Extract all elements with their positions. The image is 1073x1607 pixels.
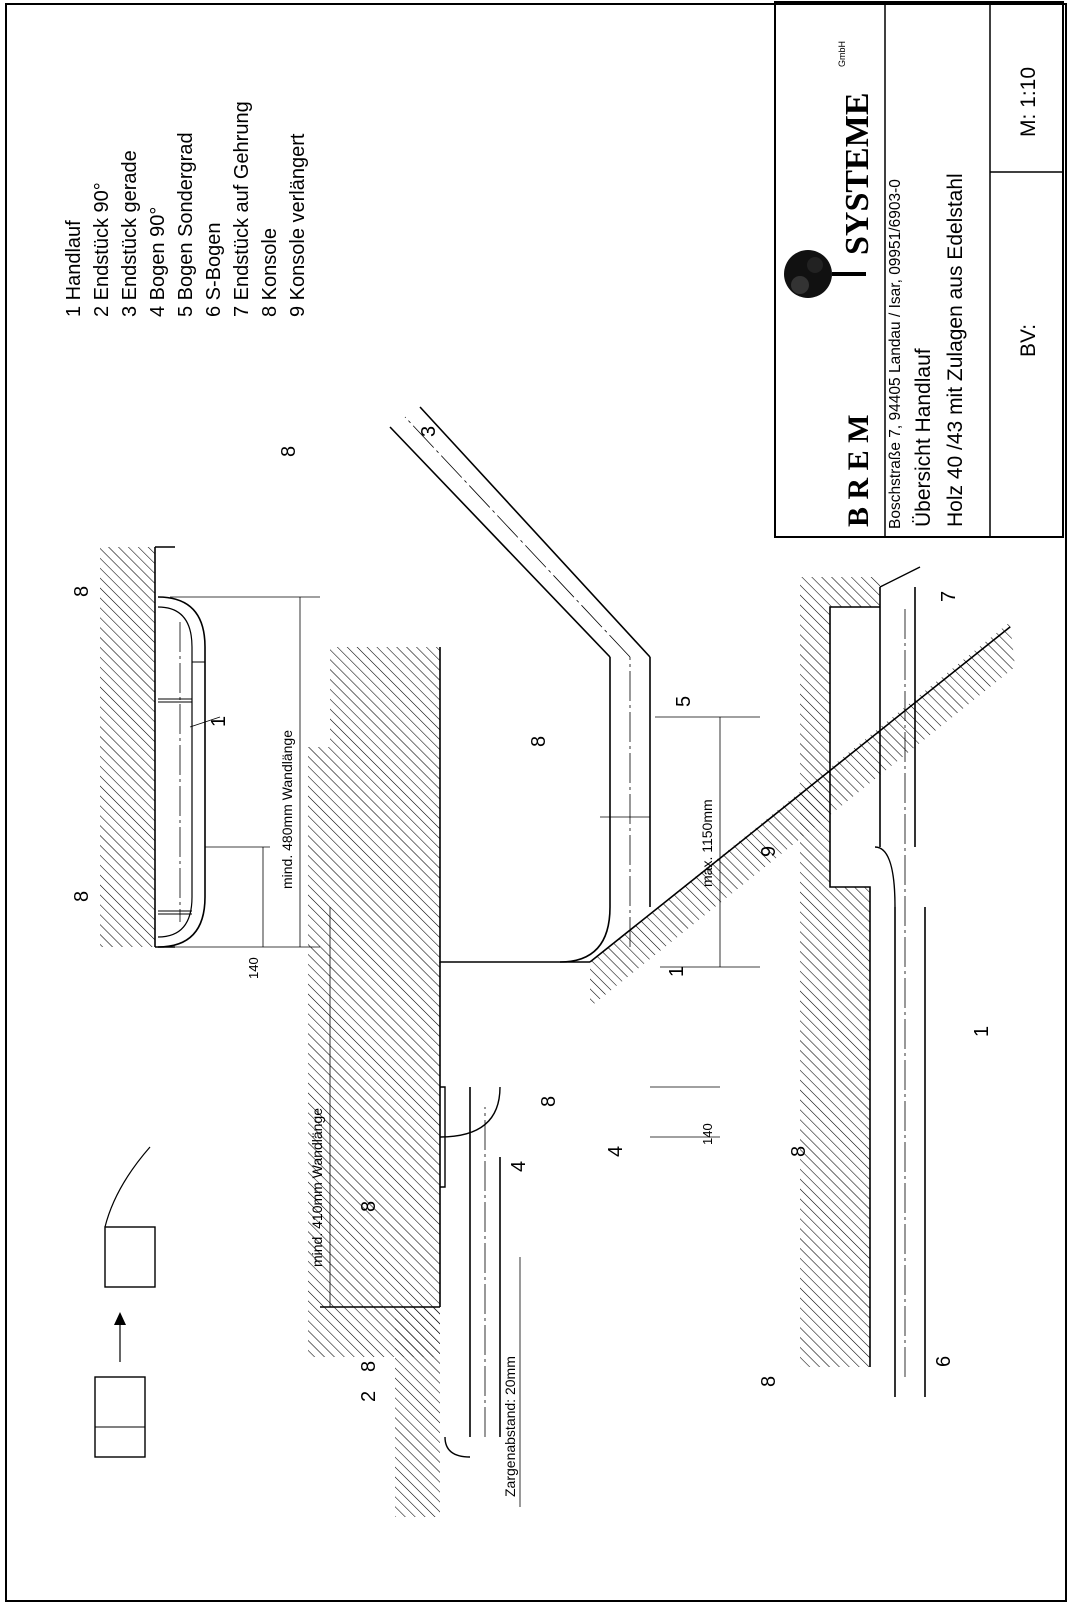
callout-8: 8 xyxy=(528,736,550,747)
parts-legend: 1 Handlauf 2 Endstück 90° 3 Endstück ger… xyxy=(63,101,309,317)
callout-8: 8 xyxy=(788,1146,810,1157)
callout-6: 6 xyxy=(933,1356,955,1367)
legend-item: 8 Konsole xyxy=(259,228,281,317)
company-address: Boschstraße 7, 94405 Landau / Isar, 0995… xyxy=(887,179,904,529)
callout-5: 5 xyxy=(673,696,695,707)
dim-140-b: 140 xyxy=(700,1123,715,1145)
callout-8: 8 xyxy=(358,1361,380,1372)
legend-item: 9 Konsole verlängert xyxy=(287,133,309,317)
bv-field: BV: xyxy=(1017,324,1040,357)
drawing-title: Übersicht Handlauf xyxy=(912,348,935,527)
callout-4: 4 xyxy=(508,1161,530,1172)
dim-410: mind. 410mm Wandlänge xyxy=(309,1108,325,1267)
callout-2: 2 xyxy=(358,1391,380,1402)
drawing-subtitle: Holz 40 /43 mit Zulagen aus Edelstahl xyxy=(944,173,967,527)
legend-item: 1 Handlauf xyxy=(63,220,85,317)
callout-8: 8 xyxy=(278,446,300,457)
dim-1150: max. 1150mm xyxy=(699,799,715,887)
callout-8: 8 xyxy=(358,1201,380,1212)
legend-item: 5 Bogen Sondergrad xyxy=(175,132,197,317)
callout-3: 3 xyxy=(418,426,440,437)
scale-field: M: 1:10 xyxy=(1017,67,1040,137)
callout-7: 7 xyxy=(938,591,960,602)
detail-corner-ramp: max. 1150mm 140 mind. 410mm Wandlänge Za… xyxy=(308,406,1015,1517)
legend-item: 7 Endstück auf Gehrung xyxy=(231,101,253,317)
dim-140-a: 140 xyxy=(246,957,261,979)
legend-item: 4 Bogen 90° xyxy=(147,207,169,317)
company-name-systeme: SYSTEME xyxy=(839,93,876,256)
dim-480: mind. 480mm Wandlänge xyxy=(279,730,295,889)
sheet-border xyxy=(5,3,1067,1602)
company-gmbh: GmbH xyxy=(837,41,847,67)
company-name: B R E M xyxy=(842,415,875,528)
legend-item: 3 Endstück gerade xyxy=(119,150,141,317)
callout-8: 8 xyxy=(71,586,93,597)
dim-zargenabstand: Zargenabstand: 20mm xyxy=(502,1356,518,1497)
drawing-content: B R E M SYSTEME GmbH Boschstraße 7, 9440… xyxy=(63,1,1064,1517)
callout-1: 1 xyxy=(666,966,688,977)
detail-adapter xyxy=(94,1146,156,1458)
company-logo: B R E M SYSTEME GmbH xyxy=(784,41,876,527)
detail-straight-wall: mind. 480mm Wandlänge 140 xyxy=(100,546,320,979)
callout-8: 8 xyxy=(758,1376,780,1387)
callout-8: 8 xyxy=(538,1096,560,1107)
detail-step-wall xyxy=(800,566,926,1397)
callout-4: 4 xyxy=(605,1146,627,1157)
callouts: 1 1 1 8 8 2 4 4 5 3 7 6 9 8 8 8 8 8 8 8 xyxy=(71,426,993,1402)
callout-9: 9 xyxy=(758,846,780,857)
callout-1: 1 xyxy=(971,1026,993,1037)
title-block: B R E M SYSTEME GmbH Boschstraße 7, 9440… xyxy=(774,1,1064,538)
legend-item: 6 S-Bogen xyxy=(203,222,225,317)
callout-1: 1 xyxy=(208,716,230,727)
callout-8: 8 xyxy=(71,891,93,902)
legend-item: 2 Endstück 90° xyxy=(91,182,113,317)
